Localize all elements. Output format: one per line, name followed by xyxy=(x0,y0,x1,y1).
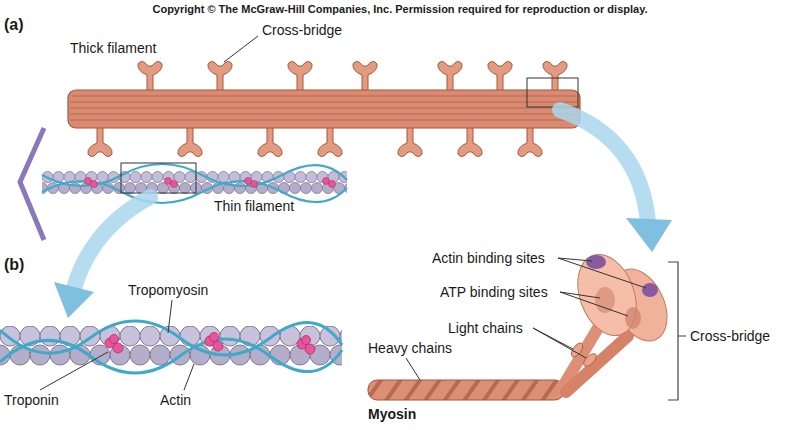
label: (b) xyxy=(4,256,24,274)
label: (a) xyxy=(4,16,24,34)
label: Heavy chains xyxy=(368,340,452,356)
label: Cross-bridge xyxy=(690,328,770,344)
label: Actin xyxy=(160,392,191,408)
label: Cross-bridge xyxy=(262,22,342,38)
label: Actin binding sites xyxy=(432,250,545,266)
label: ATP binding sites xyxy=(440,284,548,300)
label: Troponin xyxy=(4,392,59,408)
label: Tropomyosin xyxy=(128,282,208,298)
label: Thick filament xyxy=(70,40,156,56)
label: Thin filament xyxy=(214,198,294,214)
label: Myosin xyxy=(368,406,416,422)
label: Light chains xyxy=(448,320,523,336)
label: Copyright © The McGraw-Hill Companies, I… xyxy=(152,3,647,16)
